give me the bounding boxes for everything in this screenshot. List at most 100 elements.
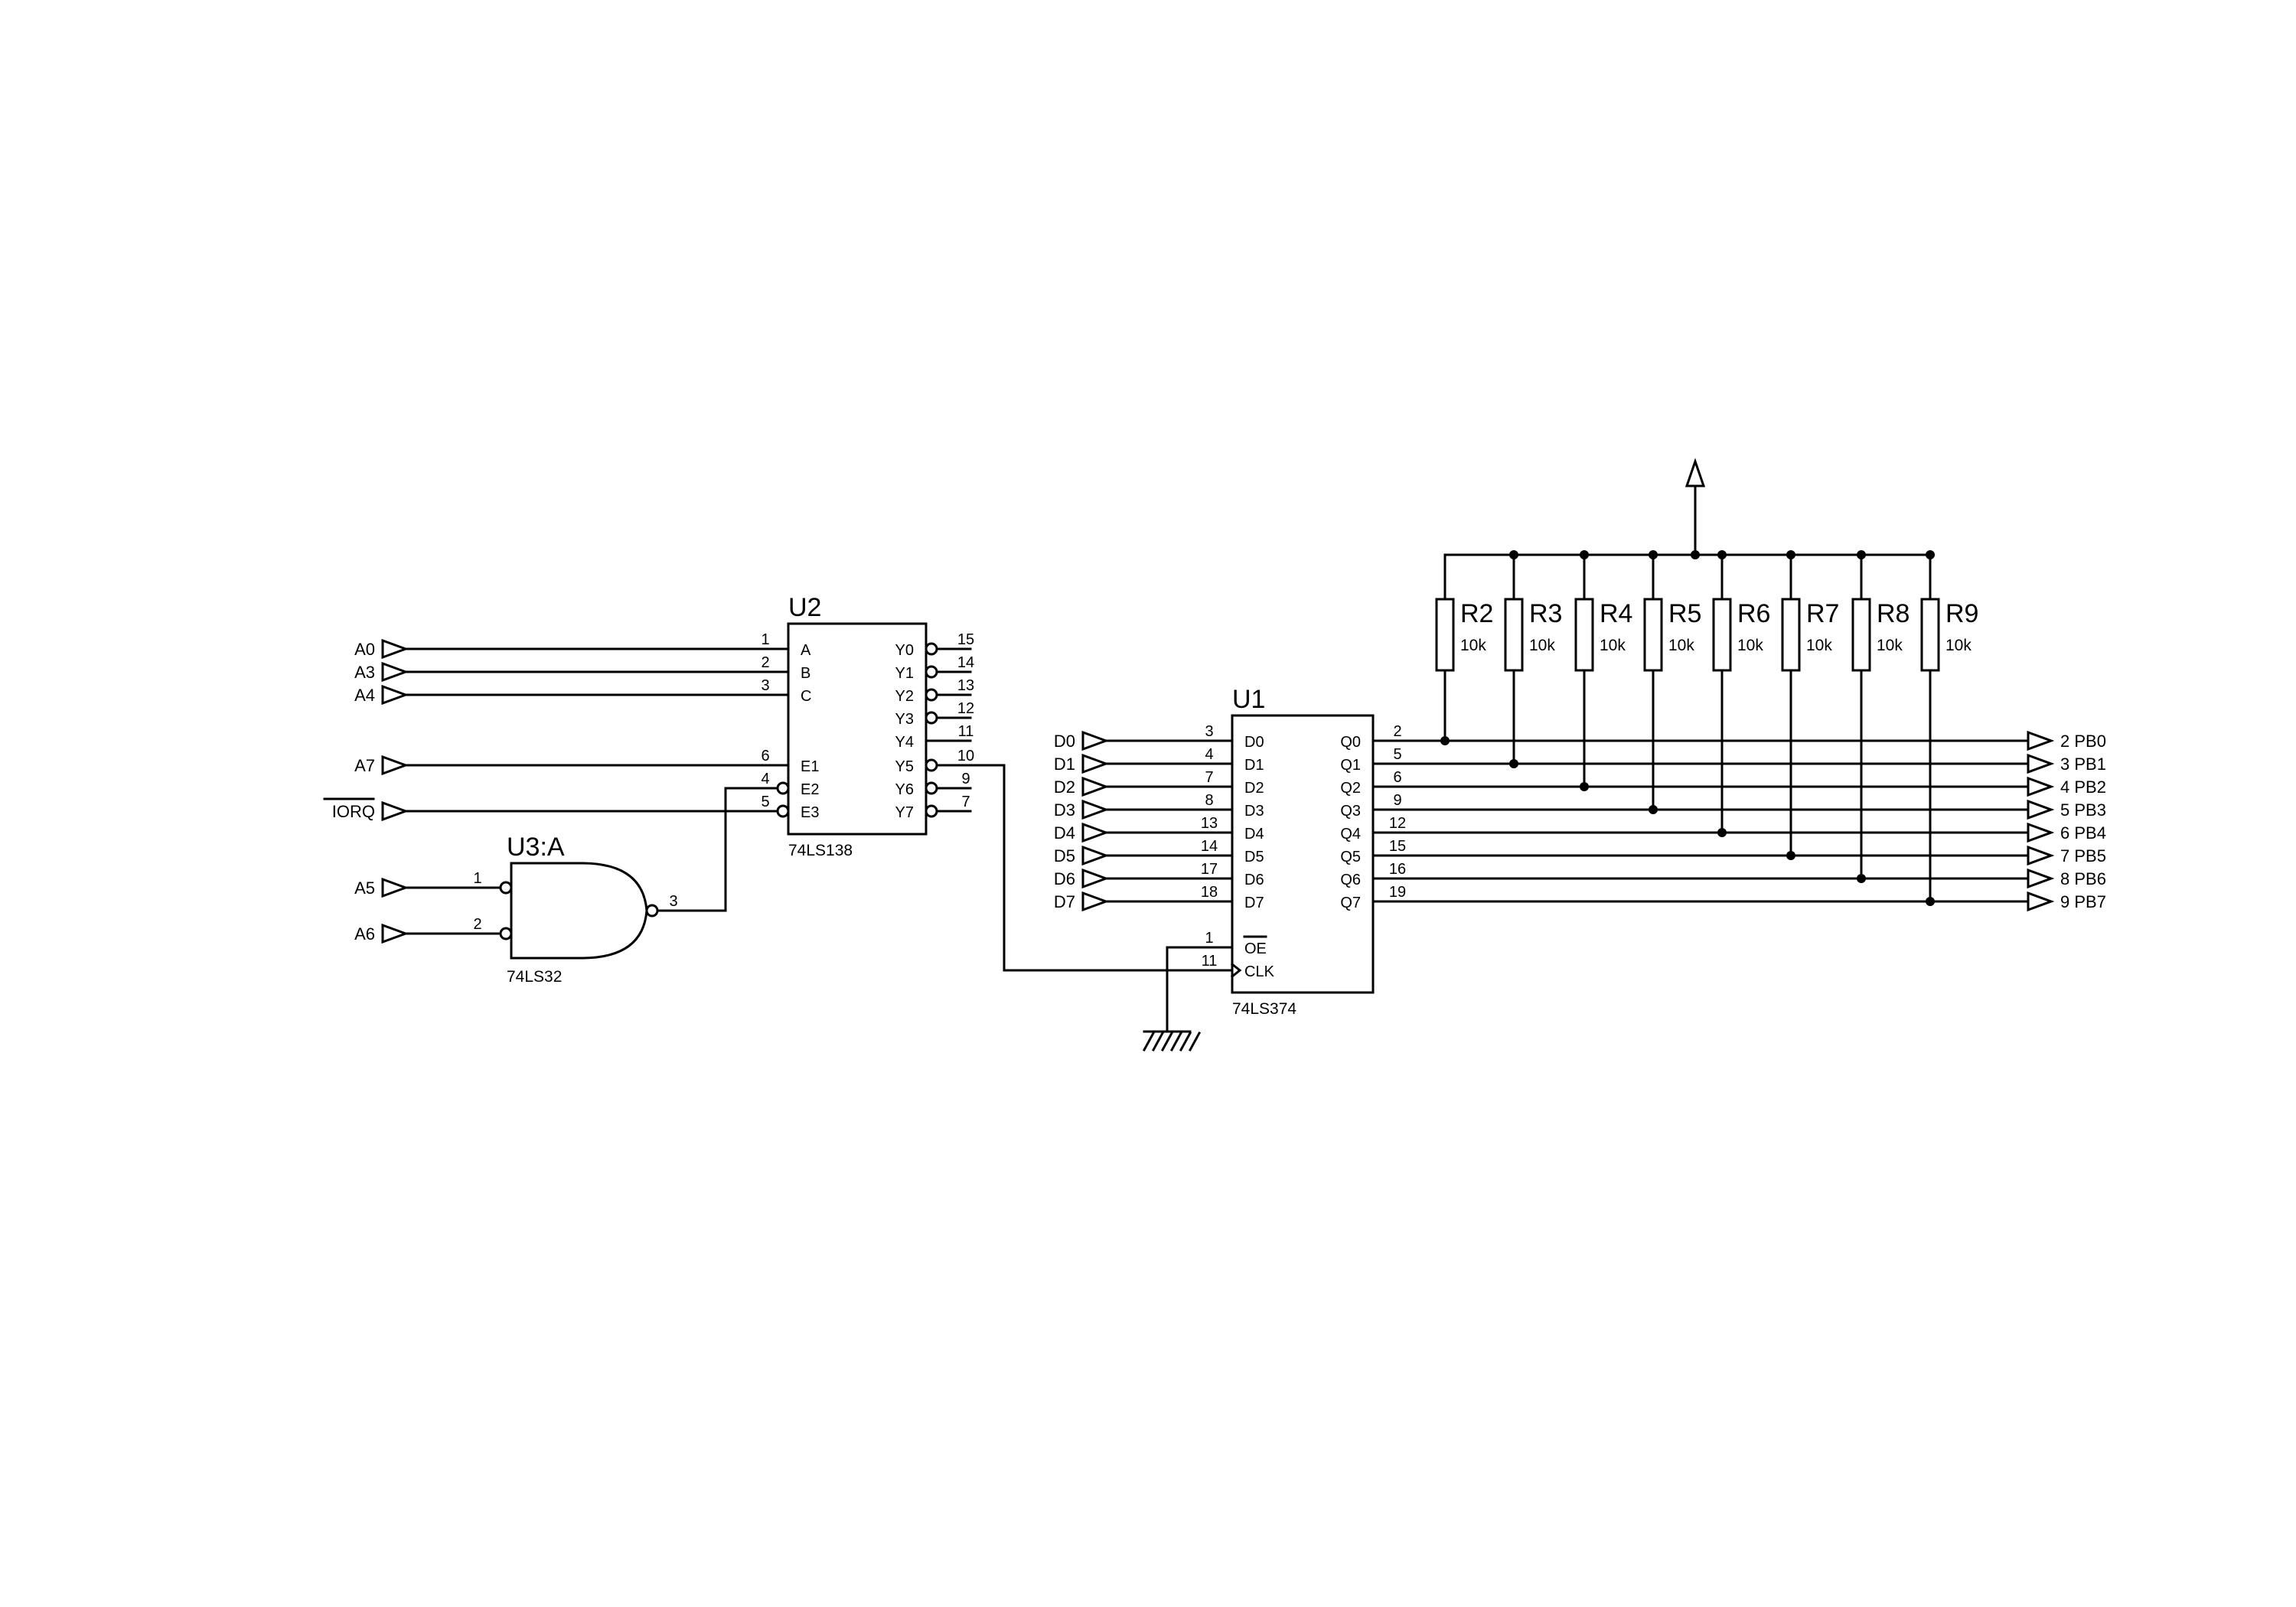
port-marker [381, 684, 409, 706]
junction-dot [1440, 736, 1450, 745]
u1-clk-num: 11 [1202, 953, 1218, 970]
port-marker [381, 800, 409, 822]
net-label-A3: A3 [354, 663, 375, 682]
net-label-D3: D3 [1054, 800, 1075, 820]
inversion-bubble [925, 804, 938, 818]
u1-pin-name: Q2 [1340, 780, 1361, 797]
ground-hatch [1179, 1031, 1192, 1052]
u1-pin-num: 9 [1393, 792, 1401, 809]
port-marker [1081, 776, 1110, 797]
inversion-bubble [925, 642, 938, 656]
port-marker [1081, 822, 1110, 843]
u2-pin-num: 13 [957, 677, 974, 694]
net-label-D7: D7 [1054, 892, 1075, 911]
resistor-value: 10k [1806, 637, 1832, 654]
resistor-value: 10k [1460, 637, 1486, 654]
ground-hatch [1160, 1031, 1174, 1052]
clk-edge-marker [1230, 962, 1242, 979]
net-label-D2: D2 [1054, 777, 1075, 797]
resistor-value: 10k [1945, 637, 1971, 654]
resistor-body [1504, 598, 1524, 672]
u1-pin-name: Q5 [1340, 849, 1361, 865]
junction-dot [1509, 759, 1518, 768]
y5-to-clk-wire [969, 764, 1234, 972]
u1-pin-num: 16 [1389, 861, 1406, 878]
u2-pin-num: 1 [761, 631, 769, 648]
u1-pin-num: 8 [1205, 792, 1213, 809]
port-marker [2027, 730, 2055, 751]
resistor-ref: R4 [1600, 599, 1632, 628]
u1-oe-num: 1 [1205, 930, 1213, 947]
net-label-A6: A6 [354, 924, 375, 944]
inversion-bubble [499, 927, 513, 940]
u1-pin-name: D2 [1244, 780, 1264, 797]
junction-dot [1857, 874, 1866, 883]
port-marker [2027, 891, 2055, 912]
resistor-value: 10k [1529, 637, 1555, 654]
junction-dot [1786, 851, 1795, 860]
u1-pin-num: 5 [1393, 746, 1401, 763]
symbols [381, 458, 2055, 994]
u1-pin-num: 7 [1205, 769, 1213, 786]
net-label-out: 6 PB4 [2060, 823, 2106, 843]
port-marker [2027, 868, 2055, 889]
inversion-bubble [925, 711, 938, 725]
u2-pin-name: Y6 [895, 781, 914, 798]
inversion-bubble [925, 781, 938, 795]
resistor-body [1643, 598, 1663, 672]
net-label-out: 4 PB2 [2060, 777, 2106, 797]
u1-pin-num: 2 [1393, 723, 1401, 740]
u3-ref: U3:A [507, 833, 565, 862]
junction-dot [1717, 828, 1727, 837]
u2-pin-num: 15 [957, 631, 974, 648]
port-marker [381, 877, 409, 898]
net-label-out: 7 PB5 [2060, 846, 2106, 865]
port-marker [381, 755, 409, 776]
u2-pin-name: Y0 [895, 642, 914, 659]
u2-pin-num: 4 [761, 771, 769, 787]
u2-pin-num: 14 [957, 654, 974, 671]
u2-pin-name: A [801, 642, 811, 659]
inversion-bubble [925, 665, 938, 679]
net-label-D5: D5 [1054, 846, 1075, 865]
u3-gate-body [510, 862, 648, 960]
net-label-A7: A7 [354, 756, 375, 775]
port-marker [2027, 799, 2055, 820]
u1-part: 74LS374 [1232, 1000, 1296, 1018]
inversion-bubble [499, 881, 513, 895]
net-label-A4: A4 [354, 686, 375, 705]
u1-body [1231, 714, 1375, 994]
u3-out-num: 3 [669, 893, 677, 910]
junction-dot [1649, 550, 1658, 559]
resistor-ref: R2 [1460, 599, 1493, 628]
u2-part: 74LS138 [788, 842, 853, 859]
u2-pin-name: Y7 [895, 804, 914, 821]
inversion-bubble [776, 781, 790, 795]
port-marker [381, 638, 409, 660]
u1-pin-name: Q4 [1340, 826, 1361, 843]
u2-pin-num: 9 [961, 771, 970, 787]
u1-ref: U1 [1232, 685, 1265, 714]
u3-part: 74LS32 [507, 968, 562, 986]
u2-pin-num: 12 [957, 700, 974, 717]
port-marker [1081, 753, 1110, 774]
u2-pin-name: Y4 [895, 734, 914, 751]
u1-pin-name: D0 [1244, 734, 1264, 751]
port-marker [1081, 799, 1110, 820]
junction-dot [1857, 550, 1866, 559]
oe-ground-wire [1166, 946, 1234, 1033]
resistor-ref: R5 [1668, 599, 1701, 628]
net-label-D4: D4 [1054, 823, 1075, 843]
u2-pin-num: 2 [761, 654, 769, 671]
resistor-value: 10k [1737, 637, 1763, 654]
u1-pin-name: Q3 [1340, 803, 1361, 820]
inversion-bubble [645, 904, 659, 918]
net-label-out: 8 PB6 [2060, 869, 2106, 888]
u2-pin-name: B [801, 665, 810, 682]
resistor-body [1435, 598, 1455, 672]
net-label-A0: A0 [354, 640, 375, 659]
resistor-ref: R3 [1529, 599, 1562, 628]
u2-pin-num: 5 [761, 794, 769, 810]
junction-dot [1926, 897, 1935, 906]
u1-pin-name: Q0 [1340, 734, 1361, 751]
